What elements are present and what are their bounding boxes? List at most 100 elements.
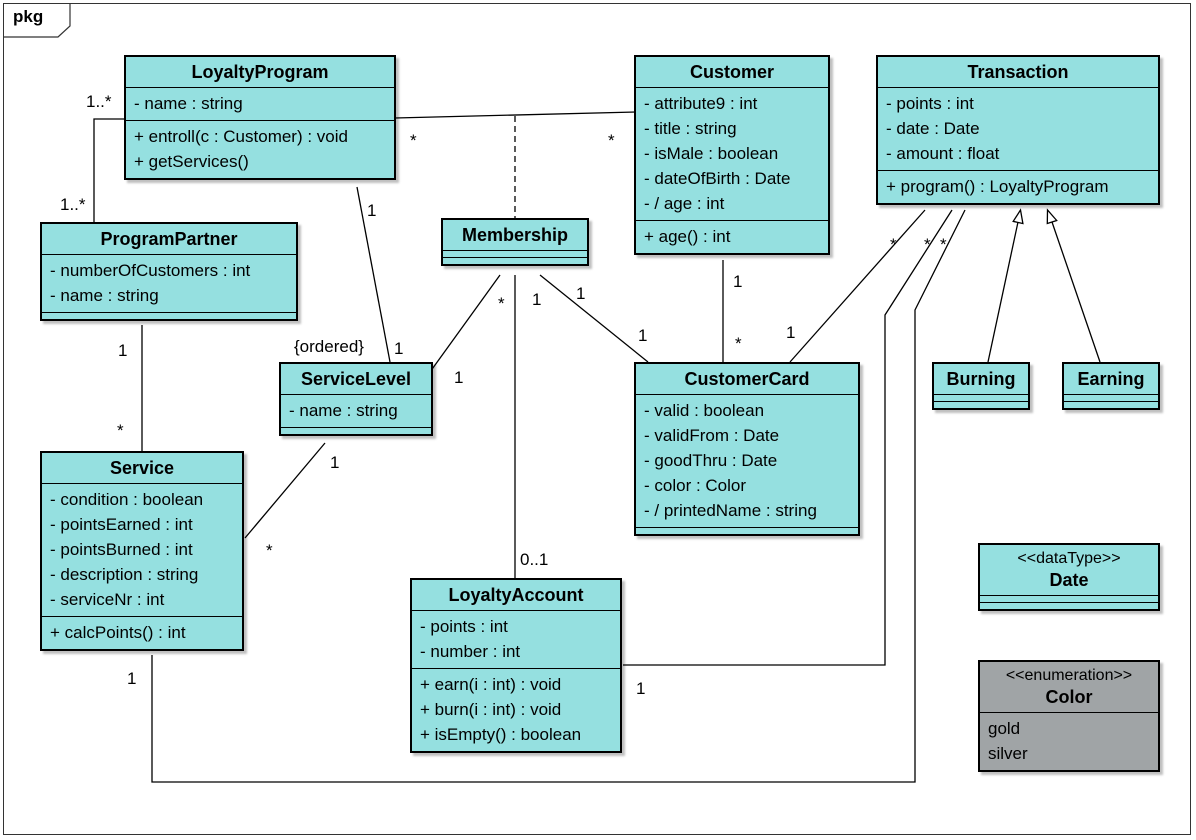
class-name: Service	[109, 458, 175, 478]
attribute: - name : string	[134, 94, 243, 113]
operations-section	[443, 257, 587, 264]
assoc-transaction-service	[151, 209, 966, 783]
multiplicity-label: 1	[636, 679, 646, 698]
attribute: - color : Color	[644, 476, 747, 495]
attributes-section: - numberOfCustomers : int - name : strin…	[42, 254, 296, 312]
operation: + getServices()	[134, 152, 249, 171]
operation: + isEmpty() : boolean	[420, 725, 582, 744]
operations-section	[636, 527, 858, 534]
attributes-section: - attribute9 : int - title : string - is…	[636, 87, 828, 220]
class-name: Color	[1045, 687, 1093, 707]
literals-section: gold silver	[980, 712, 1158, 770]
attributes-section	[443, 250, 587, 257]
multiplicity-label: 1	[786, 323, 796, 342]
class-customercard[interactable]: CustomerCard - valid : boolean - validFr…	[634, 362, 860, 536]
attribute: - attribute9 : int	[644, 94, 758, 113]
class-earning[interactable]: Earning	[1062, 362, 1160, 410]
class-transaction[interactable]: Transaction - points : int - date : Date…	[876, 55, 1160, 205]
attribute: - date : Date	[886, 119, 980, 138]
multiplicity-label: 1	[367, 201, 377, 220]
multiplicity-label: 1	[454, 368, 464, 387]
generalization-burning	[987, 221, 1019, 363]
multiplicity-label: *	[608, 131, 615, 150]
class-loyaltyaccount[interactable]: LoyaltyAccount - points : int - number :…	[410, 578, 622, 753]
class-membership[interactable]: Membership	[441, 218, 589, 266]
attribute: - / printedName : string	[644, 501, 817, 520]
multiplicity-label: 1	[394, 339, 404, 358]
multiplicity-label: 1	[638, 326, 648, 345]
attributes-section: - points : int - number : int	[412, 610, 620, 668]
class-name: ServiceLevel	[300, 369, 412, 389]
enumeration-color[interactable]: <<enumeration>> Color gold silver	[978, 660, 1160, 772]
multiplicity-label: 1	[532, 290, 542, 309]
stereotype-label: <<dataType>>	[1017, 550, 1121, 567]
attributes-section: - name : string	[281, 394, 431, 427]
assoc-loyaltyprogram-servicelevel	[356, 186, 391, 363]
attributes-section: - valid : boolean - validFrom : Date - g…	[636, 394, 858, 527]
class-service[interactable]: Service - condition : boolean - pointsEa…	[40, 451, 244, 651]
multiplicity-label: *	[498, 294, 505, 313]
attributes-section: - points : int - date : Date - amount : …	[878, 87, 1158, 170]
operations-section: + calcPoints() : int	[42, 616, 242, 649]
operations-section	[1064, 401, 1158, 408]
class-servicelevel[interactable]: ServiceLevel - name : string	[279, 362, 433, 436]
multiplicity-label: 1	[118, 341, 128, 360]
attribute: - serviceNr : int	[50, 590, 165, 609]
generalization-earning	[1051, 221, 1101, 363]
class-customer[interactable]: Customer - attribute9 : int - title : st…	[634, 55, 830, 255]
class-name: LoyaltyAccount	[448, 585, 584, 605]
multiplicity-label: 1..*	[86, 92, 112, 111]
multiplicity-label: 1	[330, 453, 340, 472]
assoc-servicelevel-service	[244, 442, 326, 539]
multiplicity-label: 1	[733, 272, 743, 291]
operations-section: + age() : int	[636, 220, 828, 253]
multiplicity-label: *	[117, 421, 124, 440]
attribute: - title : string	[644, 119, 737, 138]
attributes-section	[934, 394, 1028, 401]
attribute: - name : string	[50, 286, 159, 305]
operations-section: + entroll(c : Customer) : void + getServ…	[126, 120, 394, 178]
multiplicity-label: 0..1	[520, 550, 549, 569]
attribute: - pointsEarned : int	[50, 515, 193, 534]
attribute: - validFrom : Date	[644, 426, 780, 445]
multiplicity-label: *	[924, 235, 931, 254]
class-loyaltyprogram[interactable]: LoyaltyProgram - name : string + entroll…	[124, 55, 396, 180]
multiplicity-label: 1	[576, 284, 586, 303]
assoc-loyaltyprogram-customer	[394, 111, 637, 119]
generalization-arrowhead-burning	[1012, 208, 1024, 225]
multiplicity-label: *	[410, 131, 417, 150]
package-tab	[3, 3, 71, 38]
attributes-section: - condition : boolean - pointsEarned : i…	[42, 483, 242, 616]
operation: + entroll(c : Customer) : void	[134, 127, 348, 146]
enum-literal: silver	[988, 744, 1028, 763]
operations-section	[934, 401, 1028, 408]
class-name: CustomerCard	[684, 369, 810, 389]
package-label: pkg	[13, 7, 44, 26]
class-name: Burning	[946, 369, 1016, 389]
attribute: - / age : int	[644, 194, 725, 213]
attribute: - points : int	[886, 94, 974, 113]
class-programpartner[interactable]: ProgramPartner - numberOfCustomers : int…	[40, 222, 298, 321]
class-name: LoyaltyProgram	[191, 62, 329, 82]
multiplicity-label: *	[940, 235, 947, 254]
operations-section: + program() : LoyaltyProgram	[878, 170, 1158, 203]
attribute: - numberOfCustomers : int	[50, 261, 251, 280]
attribute: - dateOfBirth : Date	[644, 169, 791, 188]
class-name: Earning	[1077, 369, 1145, 389]
attributes-section	[1064, 394, 1158, 401]
class-name: ProgramPartner	[100, 229, 238, 249]
operation: + age() : int	[644, 227, 731, 246]
multiplicity-label: *	[890, 235, 897, 254]
class-name: Membership	[461, 225, 569, 245]
class-name: Date	[1049, 570, 1089, 590]
datatype-date[interactable]: <<dataType>> Date	[978, 543, 1160, 611]
attribute: - points : int	[420, 617, 508, 636]
class-burning[interactable]: Burning	[932, 362, 1030, 410]
constraint-ordered: {ordered}	[294, 337, 364, 356]
attribute: - pointsBurned : int	[50, 540, 193, 559]
operations-section	[281, 427, 431, 434]
attribute: - number : int	[420, 642, 521, 661]
attribute: - isMale : boolean	[644, 144, 779, 163]
